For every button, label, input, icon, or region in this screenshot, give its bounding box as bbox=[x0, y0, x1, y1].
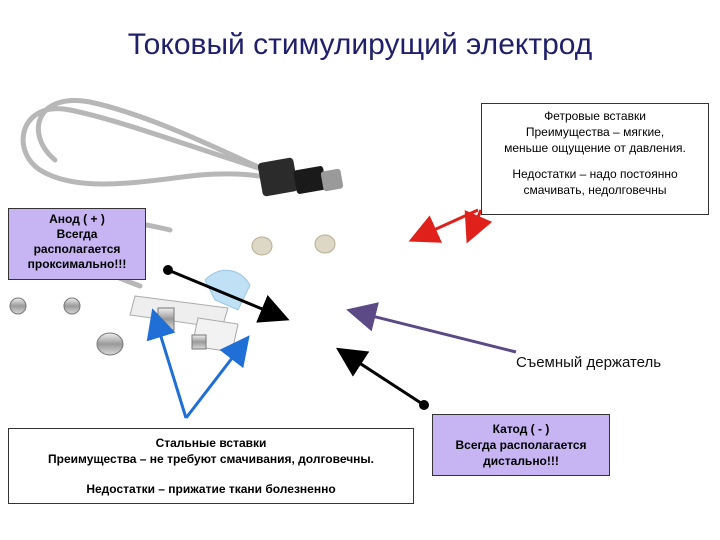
removable-holder bbox=[129, 270, 251, 353]
anode-line: проксимально!!! bbox=[27, 257, 127, 271]
felt-inserts-callout: Фетровые вставки Преимущества – мягкие, … bbox=[481, 103, 709, 215]
steel-line: Стальные вставки bbox=[155, 436, 267, 450]
arrow-felt-left bbox=[408, 208, 479, 243]
cathode-line: Катод ( - ) bbox=[492, 422, 550, 436]
arrow-steel-left bbox=[146, 308, 188, 419]
anode-callout: Анод ( + ) Всегда располагается проксима… bbox=[8, 208, 146, 280]
anode-line: Всегда bbox=[56, 227, 98, 241]
connector-plug bbox=[257, 157, 344, 197]
anode-line: располагается bbox=[33, 242, 121, 256]
anode-line: Анод ( + ) bbox=[49, 212, 105, 226]
steel-insert bbox=[9, 297, 124, 356]
felt-insert bbox=[251, 234, 336, 256]
arrow-cathode bbox=[335, 347, 425, 407]
felt-cons-line: Недостатки – надо постоянно bbox=[512, 167, 678, 181]
steel-inserts-callout: Стальные вставки Преимущества – не требу… bbox=[8, 428, 414, 504]
felt-line: меньше ощущение от давления. bbox=[504, 141, 686, 155]
arrow-steel-right bbox=[184, 335, 250, 419]
steel-line: Преимущества – не требуют смачивания, до… bbox=[47, 452, 375, 466]
cathode-line: дистально!!! bbox=[483, 454, 559, 468]
holder-label: Съемный держатель bbox=[516, 354, 662, 371]
arrow-felt-right bbox=[464, 209, 493, 244]
felt-line: Преимущества – мягкие, bbox=[525, 125, 665, 139]
arrow-holder bbox=[346, 302, 517, 354]
felt-line: Фетровые вставки bbox=[544, 109, 646, 123]
cathode-line: Всегда располагается bbox=[455, 438, 587, 452]
cathode-callout: Катод ( - ) Всегда располагается дисталь… bbox=[432, 414, 610, 476]
felt-cons-line: смачивать, недолговечны bbox=[523, 183, 667, 197]
steel-cons-line: Недостатки – прижатие ткани болезненно bbox=[86, 482, 336, 496]
arrow-anode bbox=[167, 268, 290, 323]
page-title: Токовый стимулирущий электрод bbox=[127, 28, 593, 61]
